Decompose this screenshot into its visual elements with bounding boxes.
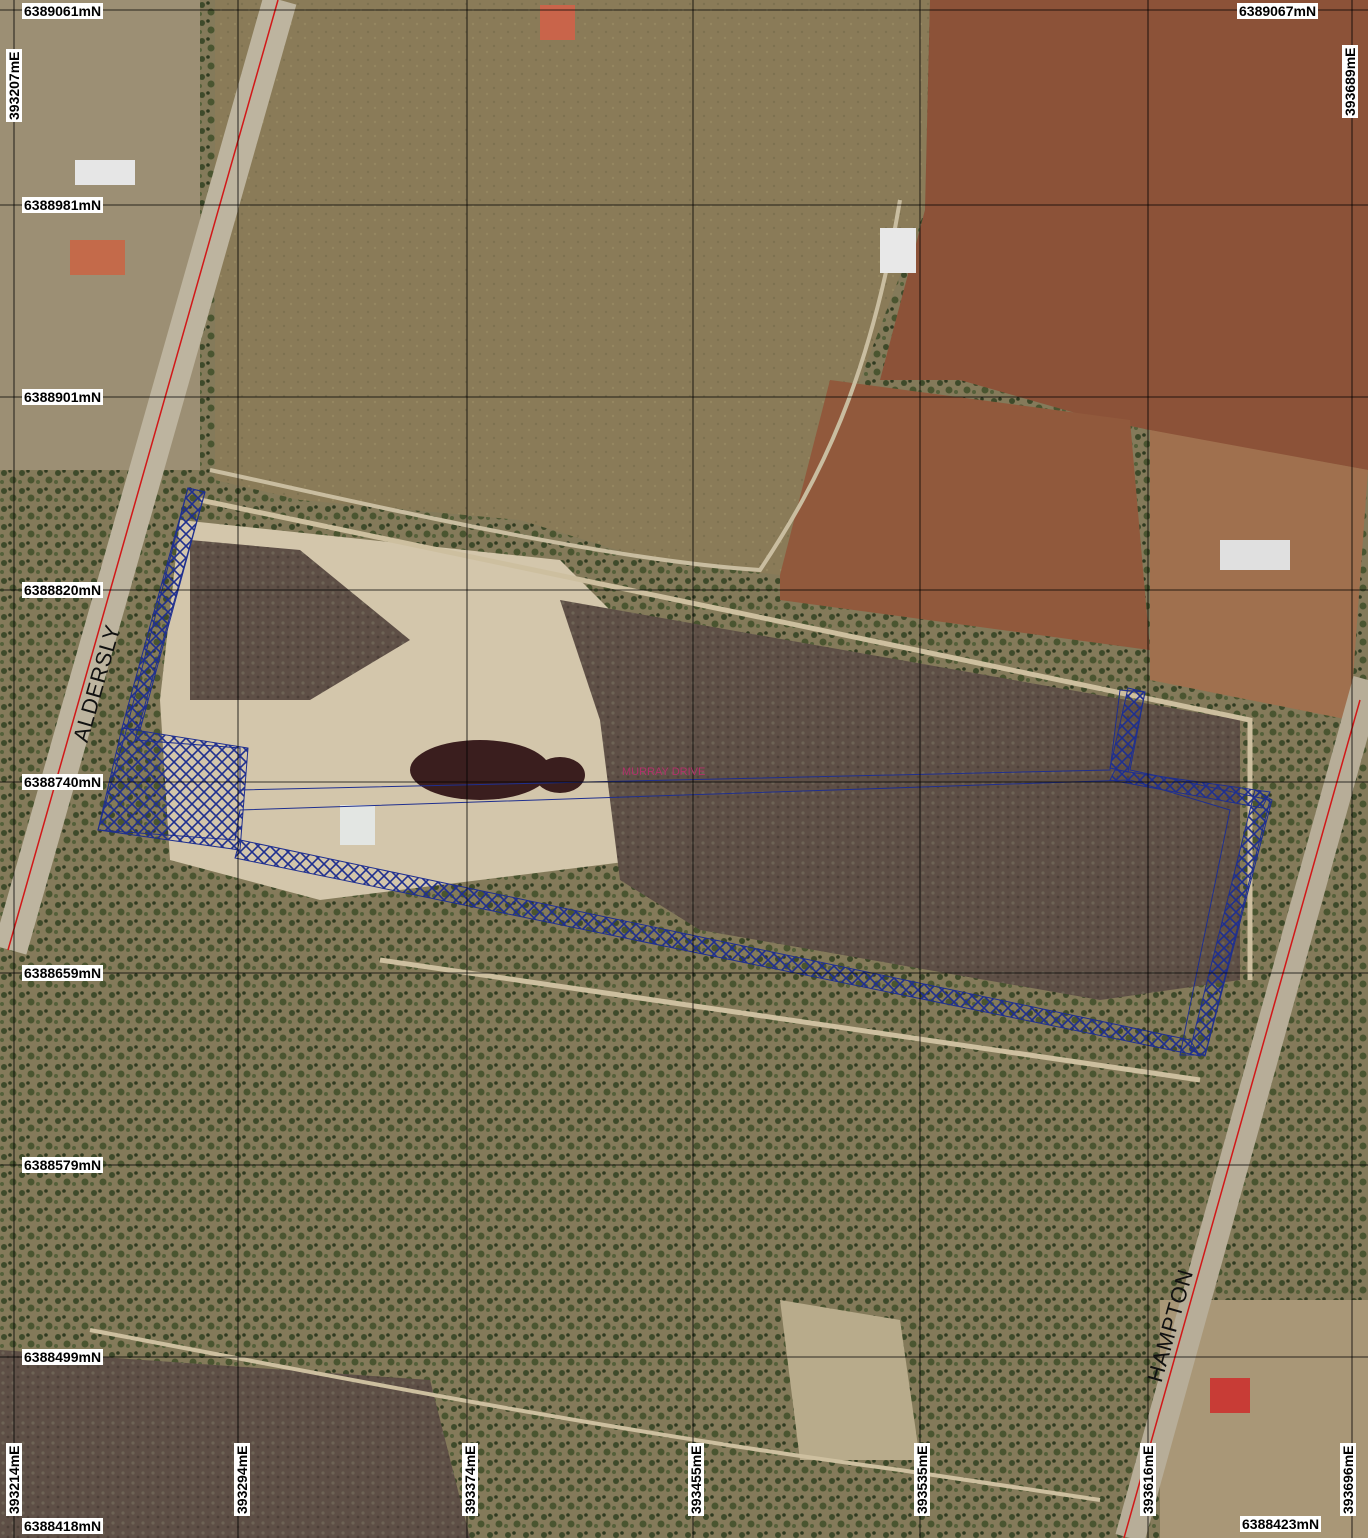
easting-label-bottom: 393696mE: [1340, 1443, 1356, 1516]
easting-label-top: 393207mE: [6, 49, 22, 122]
easting-label-bottom: 393455mE: [688, 1443, 704, 1516]
easting-label-top: 393689mE: [1342, 45, 1358, 118]
easting-label-bottom: 393616mE: [1140, 1443, 1156, 1516]
easting-label-bottom: 393535mE: [914, 1443, 930, 1516]
northing-label: 6388820mN: [22, 582, 104, 598]
northing-label: 6388418mN: [22, 1518, 104, 1534]
northing-label-right: 6389067mN: [1237, 3, 1319, 19]
boundary-hatch: [97, 487, 1273, 1057]
northing-label: 6388579mN: [22, 1157, 104, 1173]
easting-label-bottom: 393294mE: [234, 1443, 250, 1516]
northing-label: 6388740mN: [22, 774, 104, 790]
northing-label-right: 6388423mN: [1240, 1516, 1322, 1532]
northing-label: 6388901mN: [22, 389, 104, 405]
parcel-label: MURRAY DRIVE: [622, 766, 706, 778]
easting-label-bottom: 393374mE: [462, 1443, 478, 1516]
northing-label: 6388659mN: [22, 965, 104, 981]
northing-label: 6388499mN: [22, 1349, 104, 1365]
northing-label: 6389061mN: [22, 3, 104, 19]
northing-label: 6388981mN: [22, 197, 104, 213]
easting-label-bottom: 393214mE: [6, 1443, 22, 1516]
